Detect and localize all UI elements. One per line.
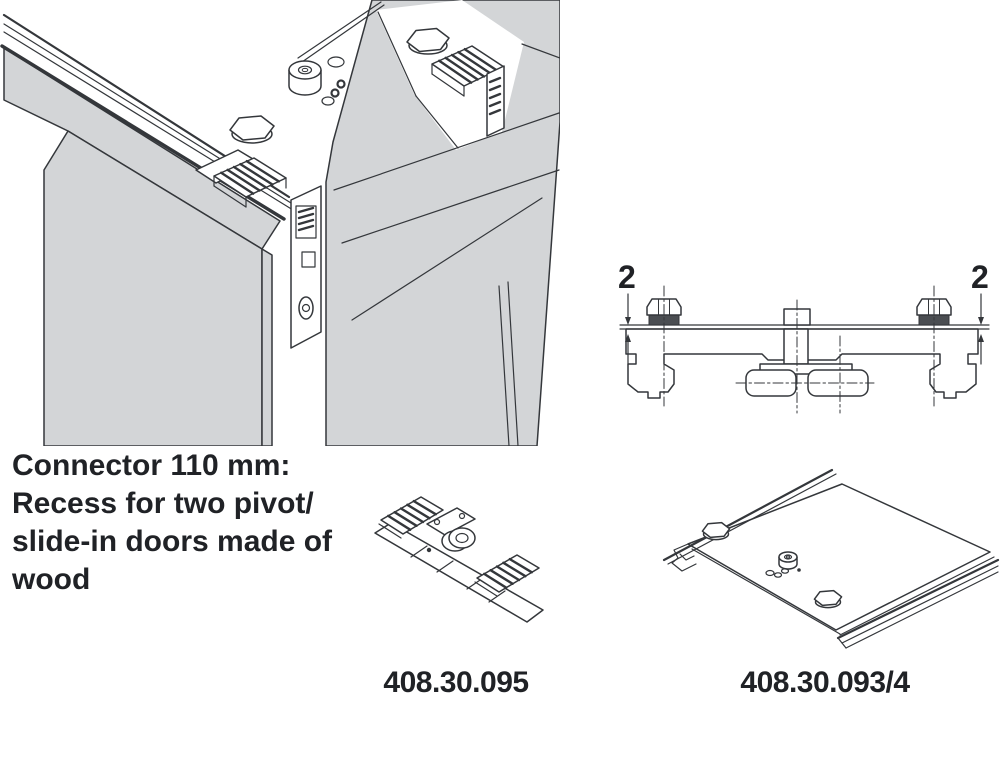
right-door-track-clip — [431, 45, 505, 137]
small-spacer — [765, 551, 801, 578]
dimension-left-label: 2 — [618, 259, 636, 295]
dimension-right-label: 2 — [971, 259, 989, 295]
description-text: Connector 110 mm: Recess for two pivot/ … — [12, 447, 357, 599]
connector-095-body — [374, 522, 544, 623]
center-lines — [663, 285, 935, 414]
connector-093-plate — [687, 483, 995, 636]
washer-icon — [327, 56, 345, 68]
profile-body — [625, 328, 979, 399]
connector-093-drawing — [662, 468, 1000, 649]
part-number-095-label: 408.30.095 — [383, 666, 529, 699]
description-line: wood — [12, 563, 91, 596]
spacer-and-washers — [288, 56, 346, 106]
right-lock-plate — [486, 65, 505, 137]
ribbed-clip-upper — [378, 496, 444, 539]
roller-assembly — [426, 507, 476, 553]
dimension-left: 2 — [618, 259, 636, 365]
left-door-panel — [3, 47, 281, 446]
plate-oval-hole — [298, 296, 314, 320]
hex-bolt-lower — [813, 589, 843, 609]
hex-bolt-upper — [701, 521, 731, 541]
connector-095-drawing — [374, 496, 544, 623]
part-number-093-label: 408.30.093/4 — [740, 666, 910, 699]
assembly-isometric-drawing — [0, 0, 560, 446]
description-line: Connector 110 mm: — [12, 449, 291, 482]
plate-square-hole — [301, 251, 316, 268]
bottom-rail-profile — [836, 558, 1000, 649]
description-line: Recess for two pivot/ — [12, 487, 314, 520]
junction-track-clip — [195, 149, 287, 208]
description-line: slide-in doors made of — [12, 525, 333, 558]
connector-plate-edge — [297, 1, 385, 63]
hex-bolt-left — [229, 115, 275, 144]
ribbed-clip-lower — [474, 554, 540, 597]
hex-bolt-right — [406, 27, 450, 55]
left-claw-detail — [671, 543, 697, 572]
top-rail-bar — [662, 468, 837, 565]
front-lock-plate — [290, 185, 322, 349]
cross-section-drawing: 2 2 — [618, 259, 990, 414]
dimension-right: 2 — [971, 259, 989, 365]
